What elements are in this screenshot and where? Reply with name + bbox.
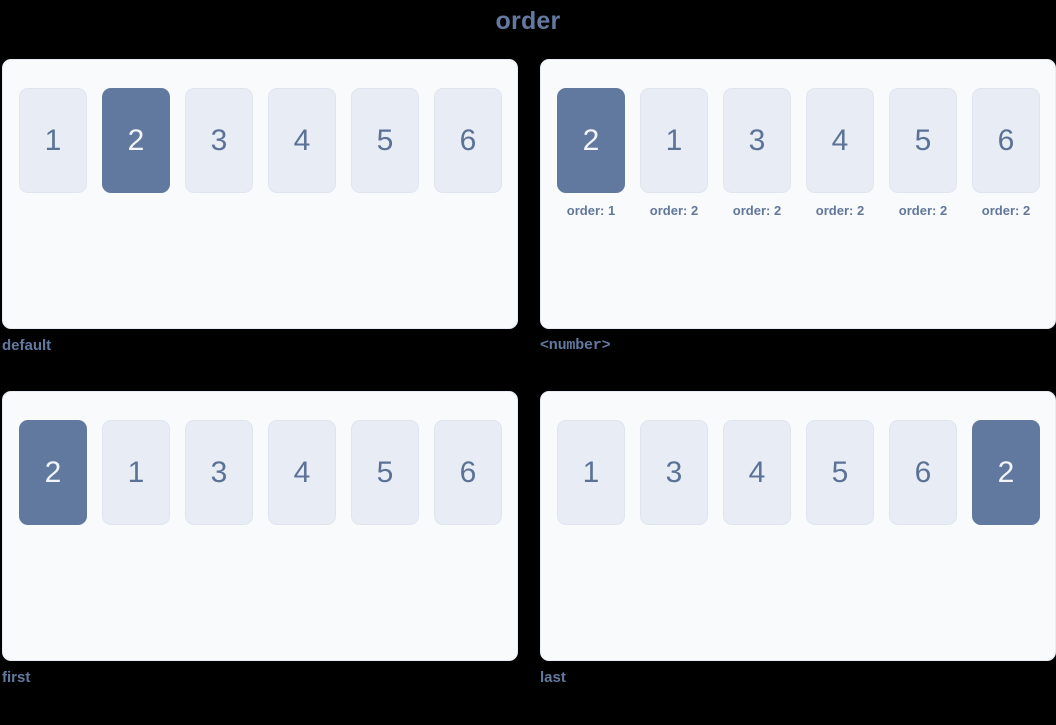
panel-last: 1 3 4 5 6 2 bbox=[540, 391, 1056, 661]
order-box[interactable]: 6 bbox=[889, 420, 957, 525]
order-caption: order: 2 bbox=[815, 203, 865, 218]
order-box[interactable]: 1 bbox=[102, 420, 170, 525]
order-box[interactable]: 1 bbox=[640, 88, 708, 193]
panel-items-row-first: 2 1 3 4 5 6 bbox=[19, 420, 517, 525]
list-item: 6 bbox=[434, 88, 502, 193]
order-box[interactable]: 5 bbox=[351, 420, 419, 525]
order-box[interactable]: 2 bbox=[102, 88, 170, 193]
order-box[interactable]: 5 bbox=[806, 420, 874, 525]
demo-cell-last: 1 3 4 5 6 2 last bbox=[540, 391, 1056, 686]
panel-label-first: first bbox=[2, 669, 31, 686]
panel-label-default: default bbox=[2, 337, 52, 354]
list-item: 1 order: 2 bbox=[640, 88, 708, 219]
demo-cell-default: 1 2 3 4 5 6 default bbox=[2, 59, 518, 354]
list-item: 3 order: 2 bbox=[723, 88, 791, 219]
list-item: 6 bbox=[434, 420, 502, 525]
page-title: order bbox=[495, 7, 561, 35]
order-caption: order: 2 bbox=[981, 203, 1031, 218]
list-item: 4 bbox=[723, 420, 791, 525]
order-caption: order: 2 bbox=[732, 203, 782, 218]
list-item: 5 order: 2 bbox=[889, 88, 957, 219]
list-item: 1 bbox=[102, 420, 170, 525]
demo-cell-number: 2 order: 1 1 order: 2 3 order: 2 4 order… bbox=[540, 59, 1056, 354]
order-box[interactable]: 4 bbox=[268, 420, 336, 525]
order-box[interactable]: 5 bbox=[889, 88, 957, 193]
list-item: 6 order: 2 bbox=[972, 88, 1040, 219]
order-box[interactable]: 3 bbox=[185, 420, 253, 525]
order-box[interactable]: 6 bbox=[434, 420, 502, 525]
list-item: 2 order: 1 bbox=[557, 88, 625, 219]
order-box[interactable]: 4 bbox=[268, 88, 336, 193]
order-box[interactable]: 4 bbox=[723, 420, 791, 525]
order-box[interactable]: 6 bbox=[434, 88, 502, 193]
list-item: 4 bbox=[268, 420, 336, 525]
panel-items-row-last: 1 3 4 5 6 2 bbox=[557, 420, 1055, 525]
panel-first: 2 1 3 4 5 6 bbox=[2, 391, 518, 661]
list-item: 3 bbox=[185, 420, 253, 525]
panel-label-last: last bbox=[540, 669, 566, 686]
list-item: 6 bbox=[889, 420, 957, 525]
list-item: 2 bbox=[972, 420, 1040, 525]
list-item: 1 bbox=[19, 88, 87, 193]
list-item: 5 bbox=[351, 420, 419, 525]
order-box[interactable]: 4 bbox=[806, 88, 874, 193]
order-box[interactable]: 2 bbox=[557, 88, 625, 193]
list-item: 4 bbox=[268, 88, 336, 193]
list-item: 1 bbox=[557, 420, 625, 525]
order-box[interactable]: 3 bbox=[640, 420, 708, 525]
panel-label-number: <number> bbox=[540, 337, 611, 354]
demo-cell-first: 2 1 3 4 5 6 first bbox=[2, 391, 518, 686]
list-item: 2 bbox=[19, 420, 87, 525]
order-box[interactable]: 2 bbox=[972, 420, 1040, 525]
order-box[interactable]: 5 bbox=[351, 88, 419, 193]
order-caption: order: 1 bbox=[566, 203, 616, 218]
order-caption: order: 2 bbox=[649, 203, 699, 218]
panel-default: 1 2 3 4 5 6 bbox=[2, 59, 518, 329]
panel-items-row-number: 2 order: 1 1 order: 2 3 order: 2 4 order… bbox=[557, 88, 1055, 219]
order-box[interactable]: 6 bbox=[972, 88, 1040, 193]
order-box[interactable]: 2 bbox=[19, 420, 87, 525]
order-demo-grid: 1 2 3 4 5 6 default bbox=[2, 59, 1056, 686]
list-item: 5 bbox=[806, 420, 874, 525]
list-item: 4 order: 2 bbox=[806, 88, 874, 219]
list-item: 3 bbox=[185, 88, 253, 193]
list-item: 3 bbox=[640, 420, 708, 525]
list-item: 5 bbox=[351, 88, 419, 193]
order-box[interactable]: 3 bbox=[723, 88, 791, 193]
panel-items-row-default: 1 2 3 4 5 6 bbox=[19, 88, 517, 193]
panel-number: 2 order: 1 1 order: 2 3 order: 2 4 order… bbox=[540, 59, 1056, 329]
order-box[interactable]: 1 bbox=[19, 88, 87, 193]
order-caption: order: 2 bbox=[898, 203, 948, 218]
order-box[interactable]: 1 bbox=[557, 420, 625, 525]
list-item: 2 bbox=[102, 88, 170, 193]
order-box[interactable]: 3 bbox=[185, 88, 253, 193]
